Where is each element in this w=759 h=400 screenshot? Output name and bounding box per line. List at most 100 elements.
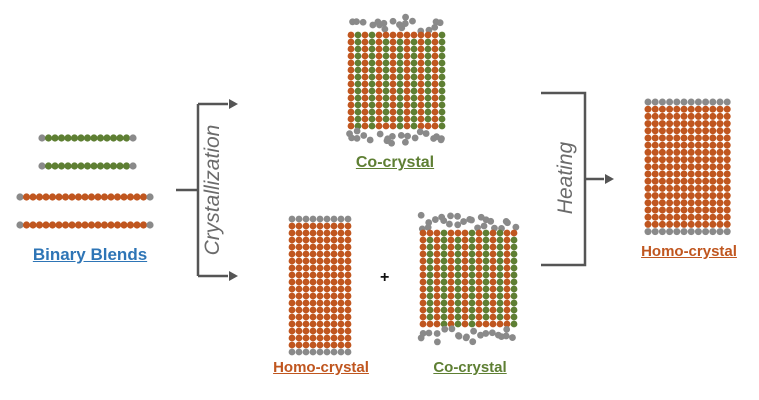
lattice-bead (658, 192, 666, 200)
lattice-bead (309, 257, 317, 265)
lattice-bead (344, 250, 352, 258)
lattice-bead (410, 122, 418, 130)
chain-bead (64, 162, 72, 170)
lattice-bead (295, 229, 303, 237)
lattice-bead (482, 278, 490, 286)
lattice-bead (323, 341, 331, 349)
lattice-bead (424, 87, 432, 95)
lattice-bead (361, 66, 369, 74)
end-group (448, 325, 456, 333)
lattice-bead (475, 292, 483, 300)
chain-bead (42, 193, 50, 201)
chain-bead (48, 193, 57, 201)
lattice-bead (702, 163, 710, 171)
lattice-bead (468, 243, 476, 251)
chain-bead (90, 162, 98, 170)
lattice-bead (475, 236, 483, 244)
lattice-bead (309, 320, 317, 328)
lattice-bead (389, 87, 397, 95)
lattice-bead (694, 148, 702, 156)
lattice-bead (288, 313, 296, 321)
lattice-bead (396, 59, 404, 67)
lattice-bead (709, 177, 717, 185)
end-group (433, 338, 441, 346)
lattice-bead (723, 105, 731, 113)
lattice-bead (440, 313, 448, 321)
chain-bead (83, 162, 92, 170)
lattice-bead (666, 163, 674, 171)
chain-bead (55, 193, 63, 201)
lattice-bead (716, 213, 724, 221)
lattice-bead (396, 101, 404, 109)
lattice-bead (716, 127, 724, 135)
co-crystal-bottom-label: Co-crystal (433, 359, 507, 376)
lattice-bead (426, 271, 434, 279)
lattice-bead (431, 80, 439, 88)
lattice-bead (344, 320, 352, 328)
lattice-bead (666, 148, 674, 156)
lattice-bead (368, 87, 376, 95)
lattice-bead (658, 156, 666, 164)
lattice-bead (295, 320, 303, 328)
lattice-bead (426, 236, 434, 244)
lattice-bead (295, 334, 303, 342)
lattice-bead (417, 115, 425, 123)
lattice-bead (410, 108, 418, 116)
lattice-bead (702, 105, 710, 113)
lattice-bead (295, 278, 303, 286)
lattice-bead (330, 271, 338, 279)
lattice-bead (323, 243, 331, 251)
lattice-bead (316, 313, 324, 321)
end-group (389, 17, 397, 25)
lattice-bead (680, 184, 688, 192)
lattice-bead (723, 177, 731, 185)
lattice-bead (482, 299, 490, 307)
lattice-bead (316, 257, 324, 265)
lattice-bead (496, 299, 504, 307)
lattice-bead (309, 278, 317, 286)
chain-bead (126, 221, 135, 229)
lattice-bead (447, 250, 455, 258)
lattice-bead (419, 236, 427, 244)
lattice-bead (673, 177, 681, 185)
chain-bead (94, 221, 102, 229)
lattice-bead (496, 285, 504, 293)
lattice-bead (344, 285, 352, 293)
lattice-bead (687, 206, 695, 214)
lattice-bead (709, 184, 717, 192)
lattice-bead (426, 320, 434, 328)
lattice-bead (723, 220, 731, 228)
lattice-bead (673, 141, 681, 149)
lattice-bead (288, 243, 296, 251)
lattice-bead (644, 120, 652, 128)
lattice-bead (389, 94, 397, 102)
lattice-bead (309, 285, 317, 293)
lattice-bead (417, 59, 425, 67)
lattice-bead (410, 66, 418, 74)
lattice-bead (680, 120, 688, 128)
lattice-bead (716, 141, 724, 149)
end-group (417, 334, 425, 342)
lattice-bead (658, 148, 666, 156)
lattice-bead (403, 73, 411, 81)
lattice-bead (702, 141, 710, 149)
lattice-bead (375, 45, 383, 53)
lattice-bead (424, 31, 432, 39)
chain-bead (94, 193, 102, 201)
lattice-bead (419, 278, 427, 286)
chain-bead (83, 134, 92, 142)
lattice-bead (440, 299, 448, 307)
lattice-bead (361, 122, 369, 130)
chain-bead (81, 221, 89, 229)
lattice-bead (673, 148, 681, 156)
lattice-bead (510, 320, 518, 328)
lattice-bead (723, 127, 731, 135)
lattice-bead (723, 156, 731, 164)
lattice-bead (468, 292, 476, 300)
lattice-bead (468, 229, 476, 237)
homo-crystal-right-lattice (644, 98, 731, 236)
lattice-bead (288, 278, 296, 286)
end-group (431, 23, 439, 31)
chain-bead (120, 221, 128, 229)
lattice-bead (344, 264, 352, 272)
